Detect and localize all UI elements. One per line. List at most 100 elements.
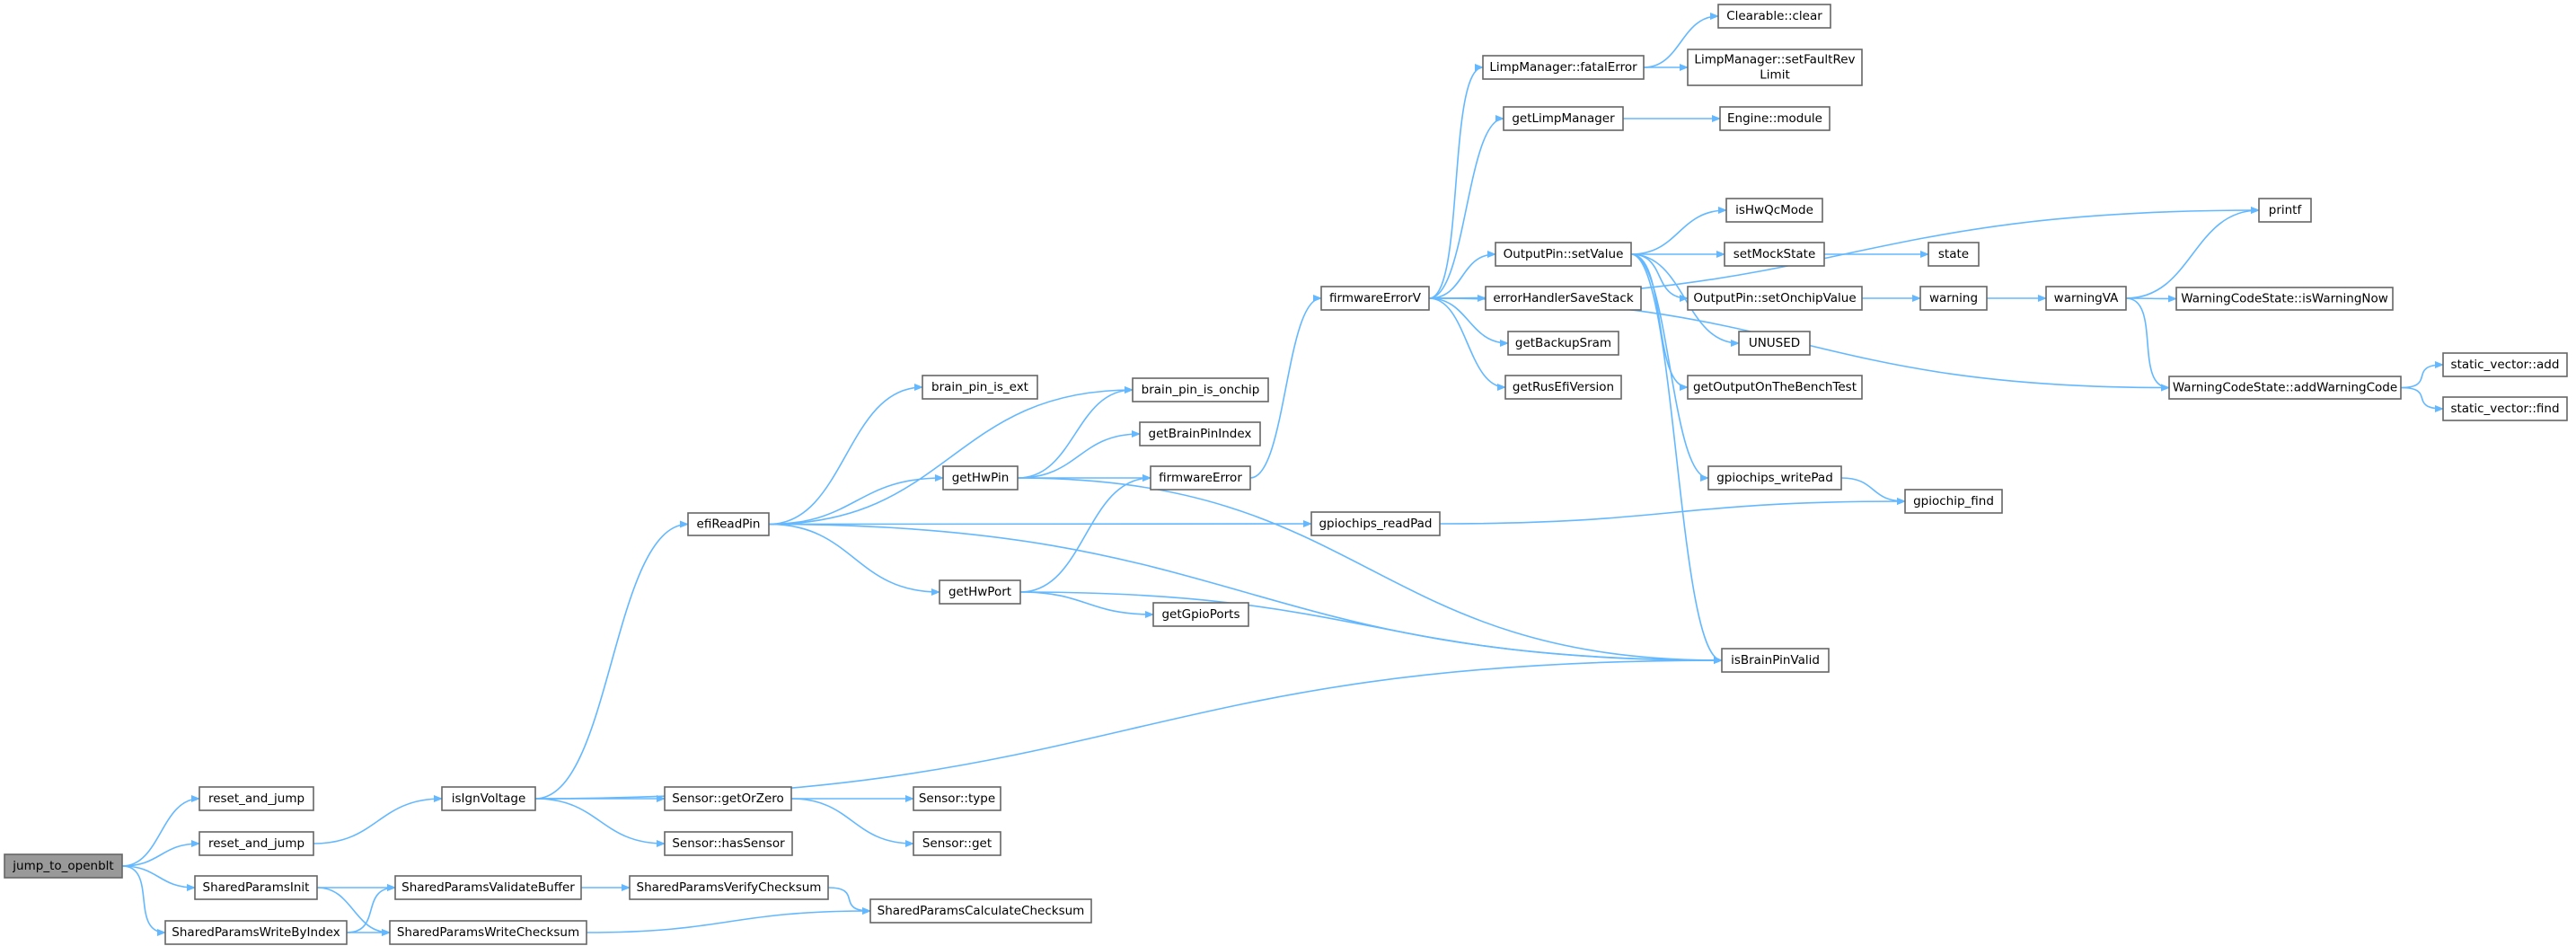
function-node-gpiochip_find[interactable]: gpiochip_find xyxy=(1904,489,2003,514)
node-label: getBackupSram xyxy=(1515,336,1611,350)
function-node-isHwQcMode[interactable]: isHwQcMode xyxy=(1725,198,1823,223)
function-node-UNUSED[interactable]: UNUSED xyxy=(1738,331,1811,356)
function-node-getBrainPinIndex[interactable]: getBrainPinIndex xyxy=(1139,421,1261,446)
call-edge-OutputPin_setValue-to-gpiochips_writePad xyxy=(1630,253,1709,482)
node-label: getLimpManager xyxy=(1512,111,1615,126)
function-node-errorHandlerSaveStack[interactable]: errorHandlerSaveStack xyxy=(1485,286,1642,311)
function-node-efiReadPin[interactable]: efiReadPin xyxy=(687,512,770,536)
function-node-Engine_module[interactable]: Engine::module xyxy=(1719,106,1831,131)
function-node-WarningCodeState_isWarningNow[interactable]: WarningCodeState::isWarningNow xyxy=(2175,287,2394,311)
function-node-Sensor_hasSensor[interactable]: Sensor::hasSensor xyxy=(664,831,793,856)
function-node-brain_pin_is_ext[interactable]: brain_pin_is_ext xyxy=(922,375,1038,400)
node-box xyxy=(1719,106,1831,131)
node-label: warning xyxy=(1929,291,1978,305)
node-box xyxy=(394,875,582,900)
call-edge-firmwareError-to-firmwareErrorV xyxy=(1249,295,1322,479)
node-box xyxy=(1482,55,1645,80)
node-box xyxy=(2175,287,2394,311)
node-box xyxy=(913,786,1001,811)
function-node-setMockState[interactable]: setMockState xyxy=(1724,242,1825,267)
function-node-OutputPin_setOnchipValue[interactable]: OutputPin::setOnchipValue xyxy=(1687,286,1863,311)
function-node-Clearable_clear[interactable]: Clearable::clear xyxy=(1717,4,1831,29)
call-edge-getHwPin-to-getBrainPinIndex xyxy=(1017,430,1141,479)
function-node-getHwPort[interactable]: getHwPort xyxy=(939,579,1021,605)
function-node-Sensor_type[interactable]: Sensor::type xyxy=(913,786,1001,811)
function-node-warningVA[interactable]: warningVA xyxy=(2045,286,2127,311)
function-node-getHwPin[interactable]: getHwPin xyxy=(942,465,1019,491)
function-node-Sensor_getOrZero[interactable]: Sensor::getOrZero xyxy=(664,786,792,811)
function-node-warning[interactable]: warning xyxy=(1919,286,1988,311)
node-box xyxy=(2258,198,2312,223)
function-node-WarningCodeState_addWarningCode[interactable]: WarningCodeState::addWarningCode xyxy=(2168,376,2402,400)
call-edge-jump_to_openblt-to-SharedParamsInit xyxy=(121,865,196,891)
function-node-SharedParamsInit[interactable]: SharedParamsInit xyxy=(194,875,318,900)
node-box xyxy=(1919,286,1988,311)
function-node-isBrainPinValid[interactable]: isBrainPinValid xyxy=(1721,648,1830,673)
node-label: Sensor::getOrZero xyxy=(672,791,784,806)
function-node-reset_and_jump_1[interactable]: reset_and_jump xyxy=(198,786,314,811)
node-label: WarningCodeState::addWarningCode xyxy=(2173,381,2397,395)
node-box xyxy=(1687,375,1863,400)
node-label: getRusEfiVersion xyxy=(1513,380,1614,394)
function-node-reset_and_jump_2[interactable]: reset_and_jump xyxy=(198,831,314,856)
call-edge-getHwPort-to-isBrainPinValid xyxy=(1019,591,1723,664)
node-box xyxy=(664,831,793,856)
function-node-printf[interactable]: printf xyxy=(2258,198,2312,223)
node-box xyxy=(1152,602,1249,627)
call-edge-efiReadPin-to-brain_pin_is_ext xyxy=(768,384,923,526)
node-box xyxy=(1904,489,2003,514)
node-box xyxy=(1139,421,1261,446)
call-edge-getHwPin-to-isBrainPinValid xyxy=(1017,477,1723,664)
node-label: firmwareErrorV xyxy=(1329,291,1422,305)
call-edge-LimpManager_fatalError-to-Clearable_clear xyxy=(1643,13,1719,68)
node-box xyxy=(922,375,1038,400)
call-edge-OutputPin_setValue-to-isHwQcMode xyxy=(1630,207,1727,255)
call-edge-OutputPin_setValue-to-getOutputOnTheBenchTest xyxy=(1630,253,1689,391)
edges-layer xyxy=(121,13,2444,936)
function-node-getLimpManager[interactable]: getLimpManager xyxy=(1503,106,1624,131)
node-box xyxy=(1717,4,1831,29)
call-edge-isIgnVoltage-to-isBrainPinValid xyxy=(534,657,1723,800)
node-label: SharedParamsWriteByIndex xyxy=(172,925,340,940)
function-node-LimpManager_fatalError[interactable]: LimpManager::fatalError xyxy=(1482,55,1645,80)
function-node-getRusEfiVersion[interactable]: getRusEfiVersion xyxy=(1504,375,1622,400)
call-edge-efiReadPin-to-getHwPort xyxy=(768,523,940,596)
function-node-firmwareErrorV[interactable]: firmwareErrorV xyxy=(1320,286,1430,311)
function-node-gpiochips_readPad[interactable]: gpiochips_readPad xyxy=(1310,511,1441,536)
function-node-gpiochips_writePad[interactable]: gpiochips_writePad xyxy=(1707,465,1842,491)
function-node-jump_to_openblt[interactable]: jump_to_openblt xyxy=(4,853,123,879)
function-node-brain_pin_is_onchip[interactable]: brain_pin_is_onchip xyxy=(1132,377,1269,402)
call-edge-efiReadPin-to-gpiochips_readPad xyxy=(768,520,1312,528)
function-node-SharedParamsWriteByIndex[interactable]: SharedParamsWriteByIndex xyxy=(164,920,348,945)
function-node-getOutputOnTheBenchTest[interactable]: getOutputOnTheBenchTest xyxy=(1687,375,1863,400)
function-node-getBackupSram[interactable]: getBackupSram xyxy=(1507,331,1619,356)
node-box xyxy=(1738,331,1811,356)
function-node-static_vector_find[interactable]: static_vector::find xyxy=(2442,396,2568,421)
function-node-SharedParamsWriteChecksum[interactable]: SharedParamsWriteChecksum xyxy=(389,920,587,945)
function-node-state[interactable]: state xyxy=(1928,242,1980,267)
call-edge-isIgnVoltage-to-efiReadPin xyxy=(534,520,689,800)
function-node-OutputPin_setValue[interactable]: OutputPin::setValue xyxy=(1495,242,1632,267)
call-edge-reset_and_jump_2-to-isIgnVoltage xyxy=(313,795,443,844)
node-box xyxy=(942,465,1019,491)
node-label: SharedParamsInit xyxy=(203,880,310,895)
node-box xyxy=(2168,376,2402,400)
function-node-SharedParamsCalculateChecksum[interactable]: SharedParamsCalculateChecksum xyxy=(869,898,1092,924)
function-node-firmwareError[interactable]: firmwareError xyxy=(1150,465,1251,491)
node-label: jump_to_openblt xyxy=(12,859,113,873)
node-label: getHwPort xyxy=(948,585,1011,599)
call-edge-Sensor_getOrZero-to-Sensor_get xyxy=(790,798,914,847)
node-box xyxy=(629,875,829,900)
node-box xyxy=(1687,286,1863,311)
function-node-Sensor_get[interactable]: Sensor::get xyxy=(913,831,1001,856)
function-node-SharedParamsVerifyChecksum[interactable]: SharedParamsVerifyChecksum xyxy=(629,875,829,900)
call-edge-gpiochips_readPad-to-gpiochip_find xyxy=(1439,498,1906,525)
call-edge-getHwPort-to-firmwareError xyxy=(1019,474,1151,593)
node-label: Clearable::clear xyxy=(1726,9,1822,23)
function-node-static_vector_add[interactable]: static_vector::add xyxy=(2442,352,2568,377)
node-box xyxy=(4,853,123,879)
function-node-isIgnVoltage[interactable]: isIgnVoltage xyxy=(441,786,536,811)
function-node-SharedParamsValidateBuffer[interactable]: SharedParamsValidateBuffer xyxy=(394,875,582,900)
function-node-getGpioPorts[interactable]: getGpioPorts xyxy=(1152,602,1249,627)
